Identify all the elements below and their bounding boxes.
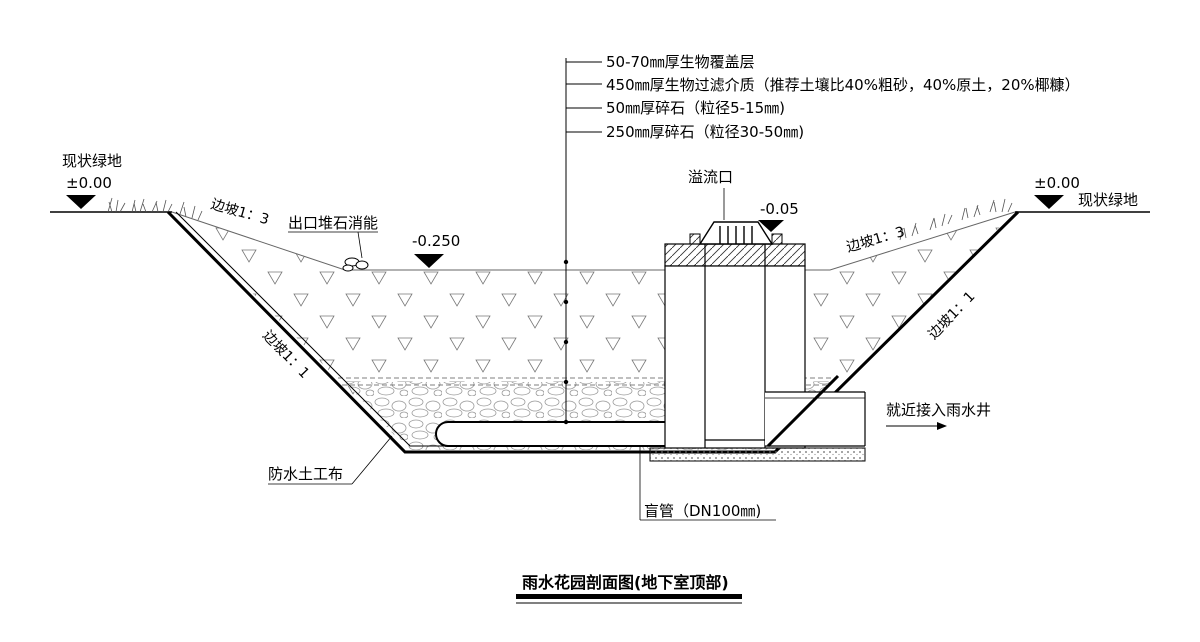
- base-slab: [649, 447, 866, 462]
- basin-surface: [171, 211, 1016, 271]
- green-left-label: 现状绿地: [62, 152, 122, 170]
- elev-overflow-label: -0.05: [760, 200, 799, 218]
- layer-gravel-fine-label: 50㎜厚碎石（粒径5-15㎜): [606, 99, 785, 117]
- outlet-stones: [342, 257, 369, 272]
- connect-label: 就近接入雨水井: [886, 401, 991, 419]
- layer-leader-dots: [563, 259, 569, 425]
- elev-right-label: ±0.00: [1034, 174, 1080, 192]
- elev-basin-marker: [414, 254, 444, 268]
- layer-media-label: 450㎜厚生物过滤介质（推荐土壤比40%粗砂，40%原土，20%椰糠）: [606, 76, 1080, 94]
- slope-upper-left-label: 边坡1：3: [209, 196, 271, 228]
- grass-left: [107, 197, 203, 221]
- outlet-stone-leader-2: [357, 231, 363, 259]
- overflow-grate: [689, 221, 783, 245]
- blind-pipe: [435, 421, 705, 447]
- geotextile-liner: [166, 210, 1020, 454]
- layer-leader-ticks: [566, 61, 602, 133]
- elev-overflow-marker: [758, 220, 784, 232]
- blind-pipe-label: 盲管（DN100㎜): [644, 502, 761, 520]
- drawing-title: 雨水花园剖面图(地下室顶部): [522, 573, 729, 592]
- outlet-stone-label: 出口堆石消能: [288, 214, 378, 232]
- elev-left-label: ±0.00: [66, 174, 112, 192]
- geotextile-label: 防水土工布: [268, 465, 343, 483]
- green-right-label: 现状绿地: [1078, 191, 1138, 209]
- layer-gravel-coarse-label: 250㎜厚碎石（粒径30-50㎜): [606, 123, 804, 141]
- outlet-pipe: [765, 374, 866, 448]
- elev-basin-label: -0.250: [412, 232, 460, 250]
- elev-right-marker: [1034, 195, 1064, 209]
- overflow-label: 溢流口: [688, 168, 733, 186]
- layer-cover-label: 50-70㎜厚生物覆盖层: [606, 53, 755, 71]
- grass-right: [899, 198, 1013, 241]
- title-underline-thick: [516, 594, 742, 599]
- elev-left-marker: [66, 195, 96, 209]
- geotextile-leader-2: [351, 435, 393, 485]
